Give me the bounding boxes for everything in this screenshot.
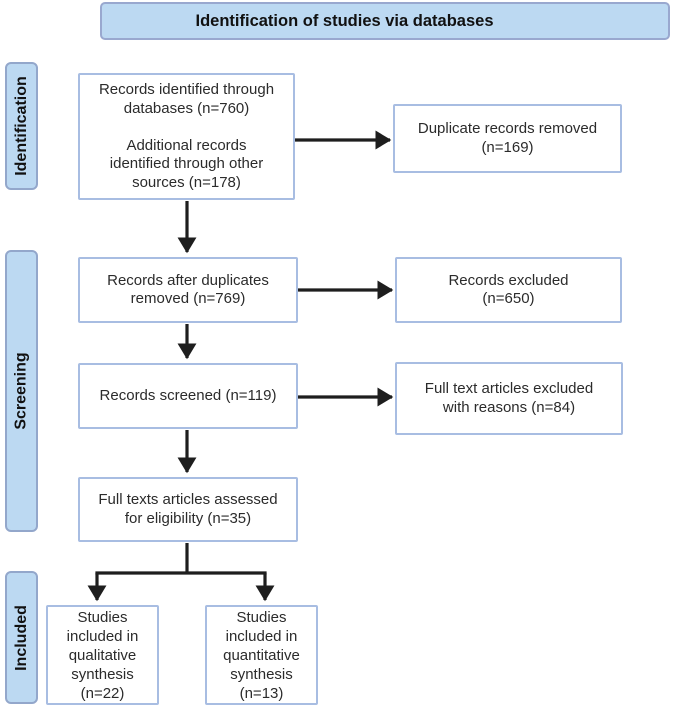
box-records-identified: Records identified through databases (n=… bbox=[78, 73, 295, 200]
branch-line-assessed bbox=[95, 543, 267, 575]
box-records-after-duplicates: Records after duplicates removed (n=769) bbox=[78, 257, 298, 323]
stage-included-label: Included bbox=[12, 604, 30, 671]
banner-title: Identification of studies via databases bbox=[195, 11, 494, 30]
banner: Identification of studies via databases bbox=[100, 2, 670, 40]
box-fulltext-excluded: Full text articles excluded with reasons… bbox=[395, 362, 623, 435]
stage-identification-label: Identification bbox=[12, 76, 30, 176]
stage-included: Included bbox=[5, 571, 38, 704]
box-records-excluded: Records excluded (n=650) bbox=[395, 257, 622, 323]
stage-identification: Identification bbox=[5, 62, 38, 190]
stage-screening-label: Screening bbox=[12, 352, 30, 430]
box-quantitative-synthesis: Studies included in quantitative synthes… bbox=[205, 605, 318, 705]
box-fulltext-assessed: Full texts articles assessed for eligibi… bbox=[78, 477, 298, 542]
stage-screening: Screening bbox=[5, 250, 38, 532]
box-records-screened: Records screened (n=119) bbox=[78, 363, 298, 429]
box-duplicates-removed: Duplicate records removed (n=169) bbox=[393, 104, 622, 173]
box-qualitative-synthesis: Studies included in qualitative synthesi… bbox=[46, 605, 159, 705]
